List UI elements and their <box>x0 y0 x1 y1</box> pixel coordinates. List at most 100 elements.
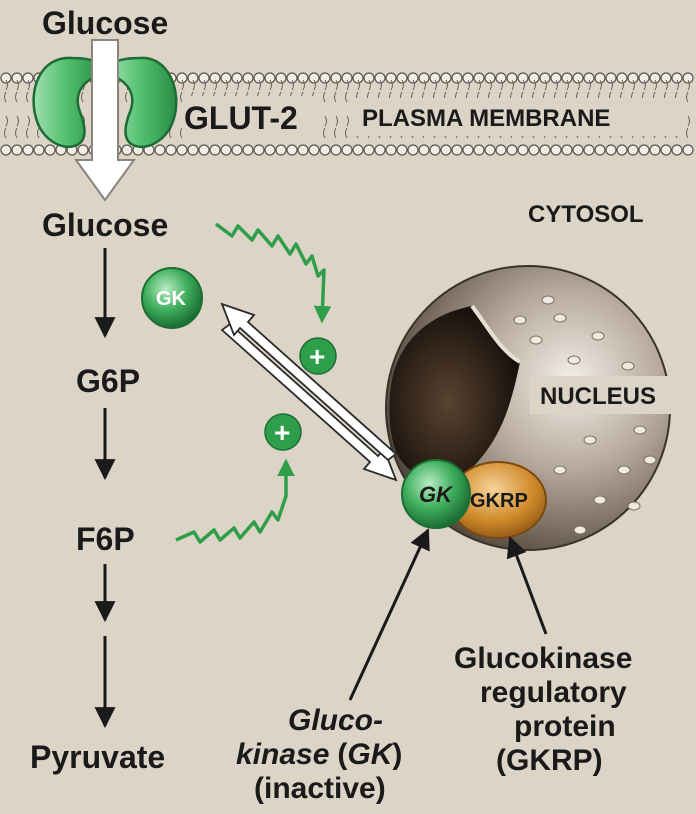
gkrp-protein-label: GKRP <box>470 490 528 512</box>
lipid-tail <box>467 79 470 91</box>
lipid-tail <box>181 79 184 91</box>
nuclear-pore <box>573 525 587 535</box>
nuclear-pore <box>593 495 607 505</box>
lipid-head <box>231 72 243 84</box>
gk-caption-paren-open: ( <box>337 738 347 771</box>
gk-caption-paren-close: ) <box>392 738 402 771</box>
lipid-tail <box>334 127 337 139</box>
lipid-head <box>638 144 650 156</box>
lipid-head <box>495 144 507 156</box>
lipid-head <box>220 72 232 84</box>
gkrp-caption-line3: protein <box>514 710 616 743</box>
lipid-head <box>198 72 210 84</box>
lipid-head <box>286 72 298 84</box>
shuttle-arrow-to-nucleus <box>220 322 398 482</box>
nuclear-pore <box>553 465 567 475</box>
lipid-head <box>297 144 309 156</box>
cytosol-label: CYTOSOL <box>528 201 644 228</box>
lipid-head <box>275 72 287 84</box>
lipid-head <box>462 72 474 84</box>
lipid-head <box>660 72 672 84</box>
gk-caption-line3: (inactive) <box>254 772 386 805</box>
lipid-tail <box>335 115 338 127</box>
lipid-tail <box>180 127 183 139</box>
lipid-head <box>242 144 254 156</box>
lipid-head <box>286 144 298 156</box>
lipid-tail <box>686 91 689 103</box>
lipid-tail <box>324 115 327 127</box>
plasma-membrane-label: PLASMA MEMBRANE <box>362 105 610 132</box>
lipid-head <box>264 72 276 84</box>
lipid-tail <box>654 79 657 91</box>
lipid-tail <box>500 79 503 91</box>
lipid-tail <box>81 91 84 103</box>
lipid-tail <box>588 79 591 91</box>
lipid-head <box>506 144 518 156</box>
lipid-head <box>33 144 45 156</box>
lipid-tail <box>4 127 7 139</box>
lipid-tail <box>599 79 602 91</box>
lipid-head <box>594 72 606 84</box>
lipid-tail <box>346 79 349 91</box>
lipid-head <box>253 72 265 84</box>
lipid-head <box>22 144 34 156</box>
glucose-cytosol-label: Glucose <box>42 207 168 243</box>
lipid-tail <box>676 79 679 91</box>
f6p-stimulation-zigzag <box>175 458 295 544</box>
lipid-head <box>264 144 276 156</box>
lipid-head <box>572 144 584 156</box>
lipid-tail <box>423 79 426 91</box>
lipid-head <box>462 144 474 156</box>
plasma-membrane-label-bg <box>356 98 684 136</box>
nuclear-pore <box>583 435 597 445</box>
lipid-tail <box>434 79 437 91</box>
nuclear-pore <box>621 361 635 371</box>
gk-caption-kinase: kinase <box>236 738 329 771</box>
lipid-head <box>121 144 133 156</box>
lipid-head <box>374 72 386 84</box>
gk-caption-pointer <box>348 528 430 701</box>
lipid-head <box>451 144 463 156</box>
gk-caption-gk: GK <box>347 738 394 771</box>
lipid-head <box>308 144 320 156</box>
lipid-head <box>506 72 518 84</box>
nuclear-pore <box>541 295 555 305</box>
lipid-head <box>11 144 23 156</box>
glucose-extracellular-label: Glucose <box>42 5 168 41</box>
lipid-tail <box>345 127 348 139</box>
lipid-tail <box>577 79 580 91</box>
lipid-tail <box>26 127 29 139</box>
lipid-head <box>616 72 628 84</box>
lipid-tail <box>225 79 228 91</box>
lipid-head <box>22 72 34 84</box>
lipid-head <box>583 144 595 156</box>
lipid-head <box>473 144 485 156</box>
lipid-tail <box>621 79 624 91</box>
lipid-head <box>209 72 221 84</box>
lipid-head <box>561 72 573 84</box>
lipid-head <box>11 72 23 84</box>
lipid-tail <box>412 79 415 91</box>
lipid-tail <box>632 79 635 91</box>
pyruvate-label: Pyruvate <box>30 739 165 775</box>
lipid-head <box>374 144 386 156</box>
gkrp-caption-line4: (GKRP) <box>496 744 603 777</box>
lipid-tail <box>324 79 327 91</box>
shuttle-arrow-to-cytosol <box>220 302 398 462</box>
lipid-tail <box>258 79 261 91</box>
plus-sign-glucose: + <box>309 341 325 372</box>
lipid-head <box>308 72 320 84</box>
lipid-tail <box>687 79 690 91</box>
lipid-tail <box>533 79 536 91</box>
gk-caption-line2: kinase(GK) <box>236 738 402 771</box>
lipid-head <box>440 144 452 156</box>
lipid-tail <box>665 79 668 91</box>
lipid-tail <box>16 115 19 127</box>
lipid-head <box>418 144 430 156</box>
nuclear-pore <box>553 313 567 323</box>
gk-nuclear-label: GK <box>419 482 454 507</box>
lipid-head <box>330 72 342 84</box>
lipid-head <box>649 144 661 156</box>
lipid-tail <box>323 91 326 103</box>
